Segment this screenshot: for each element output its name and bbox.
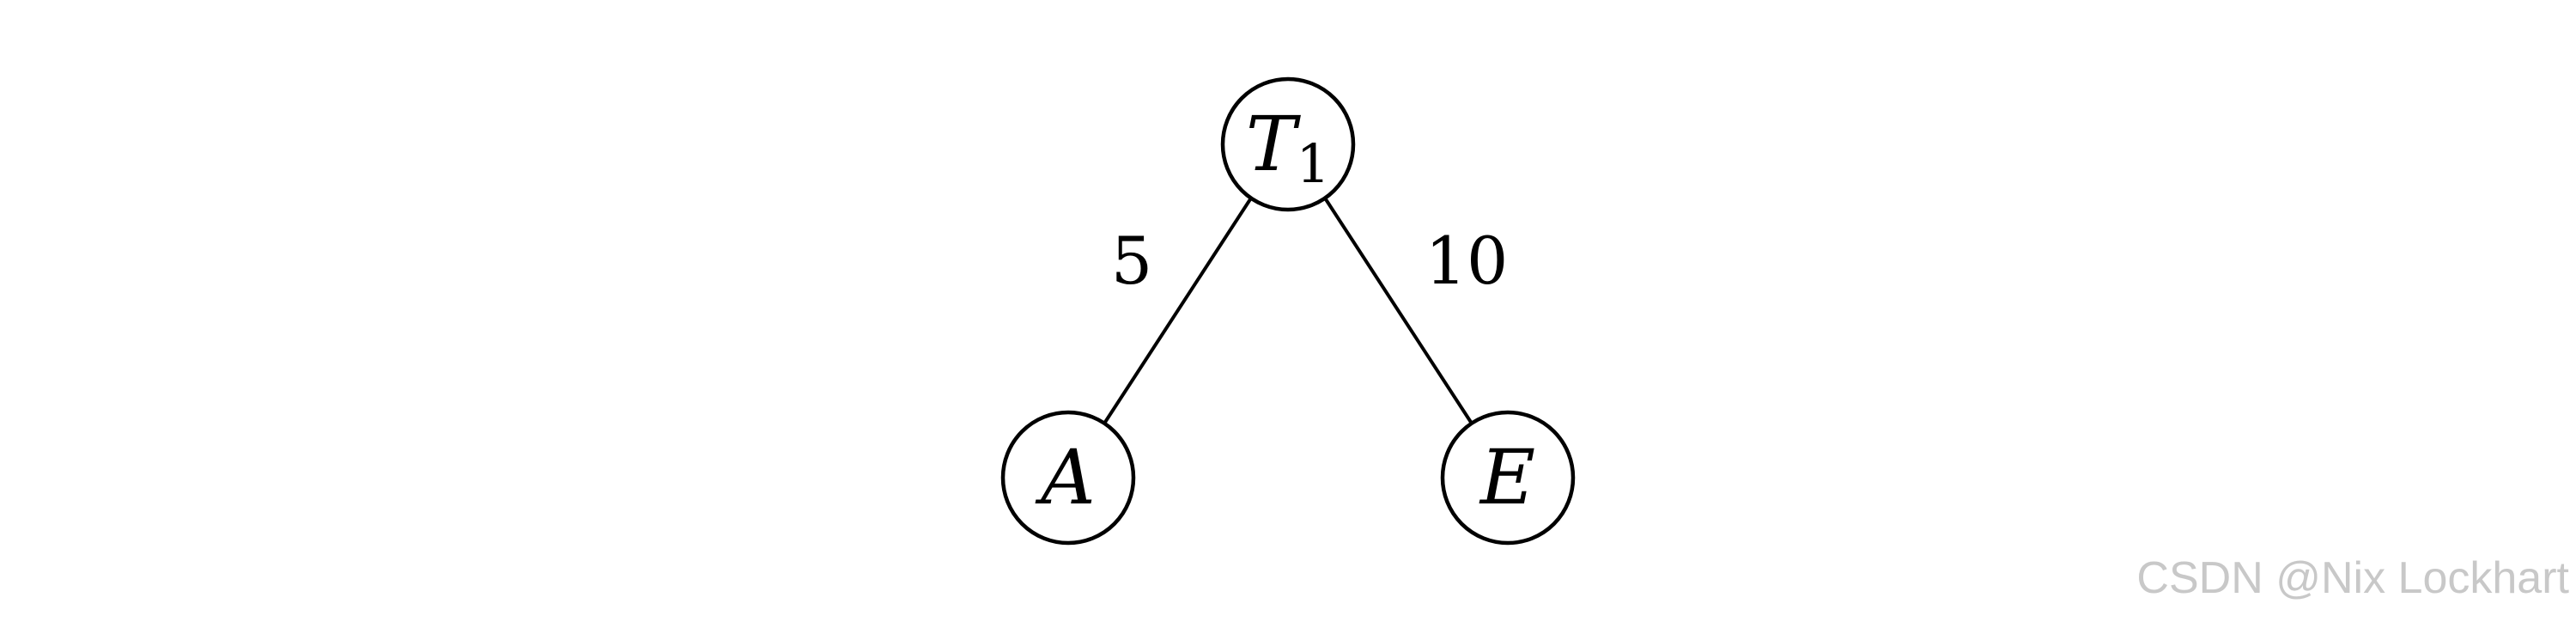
node-a: A — [1000, 410, 1136, 546]
node-t1-subscript: 1 — [1297, 132, 1330, 195]
node-e-label: E — [1479, 433, 1535, 521]
node-a-circle — [1000, 410, 1136, 546]
edge-weight-t1-e: 10 — [1425, 223, 1509, 299]
edge-weight-t1-a: 5 — [1111, 223, 1152, 299]
node-a-label: A — [1035, 433, 1096, 521]
node-t1: T1 — [1220, 76, 1356, 212]
node-t1-label: T1 — [1246, 100, 1330, 195]
node-t1-circle — [1220, 76, 1356, 212]
node-t1-letter: T — [1246, 100, 1302, 188]
node-e: E — [1440, 410, 1576, 546]
node-e-circle — [1440, 410, 1576, 546]
edge-t1-a — [1101, 198, 1252, 428]
edge-t1-e — [1324, 198, 1475, 428]
watermark-text: CSDN @Nix Lockhart — [2136, 553, 2569, 603]
